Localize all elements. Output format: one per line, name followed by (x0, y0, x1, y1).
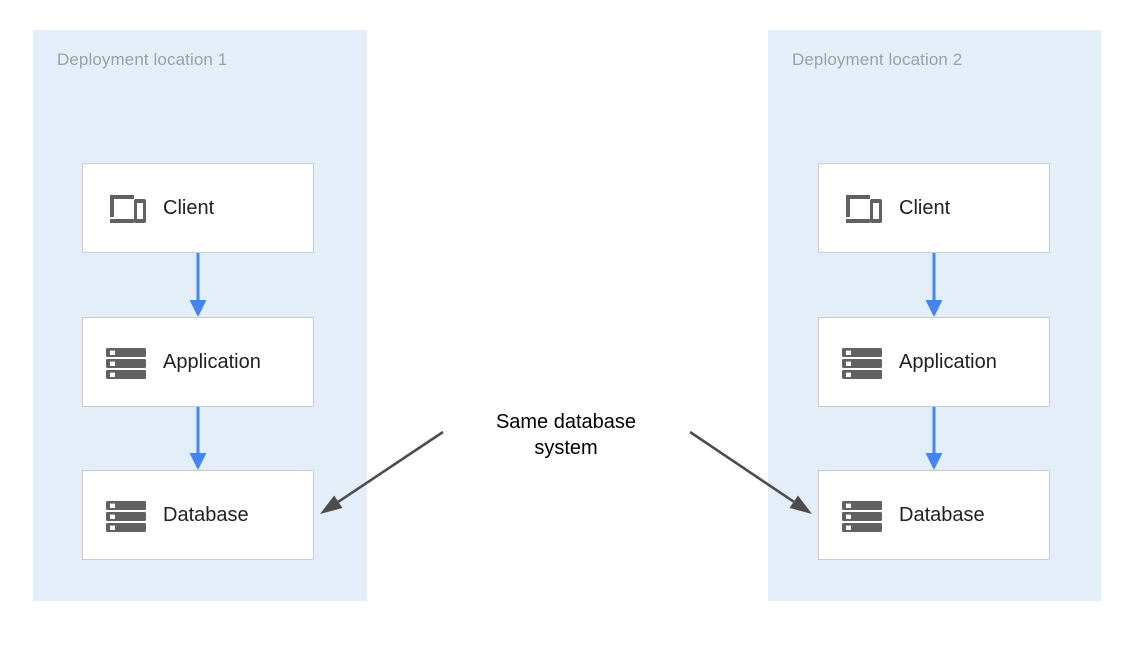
annotation-line-1: Same database (495, 411, 637, 433)
node-label: Application (899, 350, 997, 373)
node-database-1[interactable]: Database (82, 470, 314, 560)
server-icon (103, 339, 149, 385)
server-icon (103, 492, 149, 538)
node-application-2[interactable]: Application (818, 317, 1050, 407)
node-client-1[interactable]: Client (82, 163, 314, 253)
zone-label-deployment-location-2: Deployment location 2 (792, 50, 963, 69)
node-database-2[interactable]: Database (818, 470, 1050, 560)
devices-icon (839, 185, 885, 231)
server-icon (839, 492, 885, 538)
annotation-line-2: system (534, 436, 598, 459)
node-label: Database (163, 503, 249, 526)
node-label: Database (899, 503, 985, 526)
devices-icon (103, 185, 149, 231)
node-label: Client (899, 196, 951, 219)
zone-label-deployment-location-1: Deployment location 1 (57, 50, 228, 69)
node-client-2[interactable]: Client (818, 163, 1050, 253)
annotation-same-database-system: Same database system (478, 410, 654, 461)
server-icon (839, 339, 885, 385)
node-label: Client (163, 196, 215, 219)
node-application-1[interactable]: Application (82, 317, 314, 407)
node-label: Application (163, 350, 261, 373)
